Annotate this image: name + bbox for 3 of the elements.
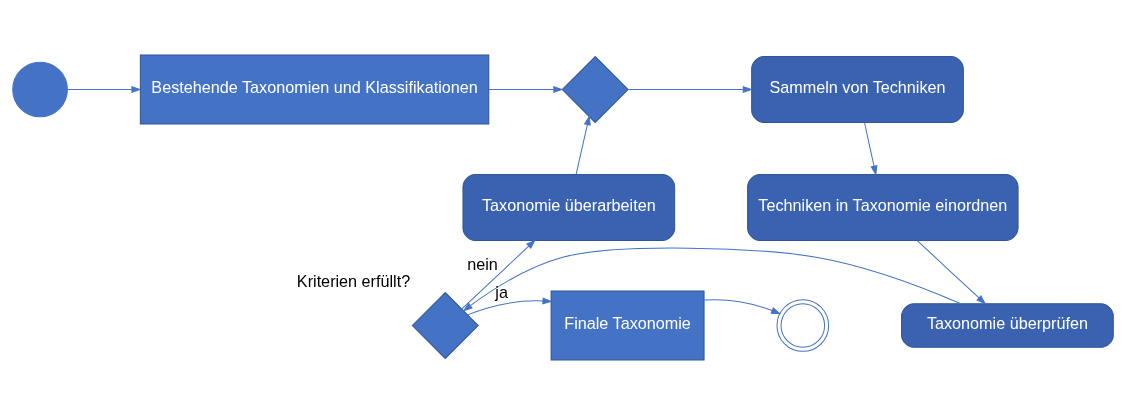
edge-label: ja <box>495 282 508 301</box>
edge-label: nein <box>467 254 498 273</box>
node-label: Kriterien erfüllt? <box>296 271 411 290</box>
